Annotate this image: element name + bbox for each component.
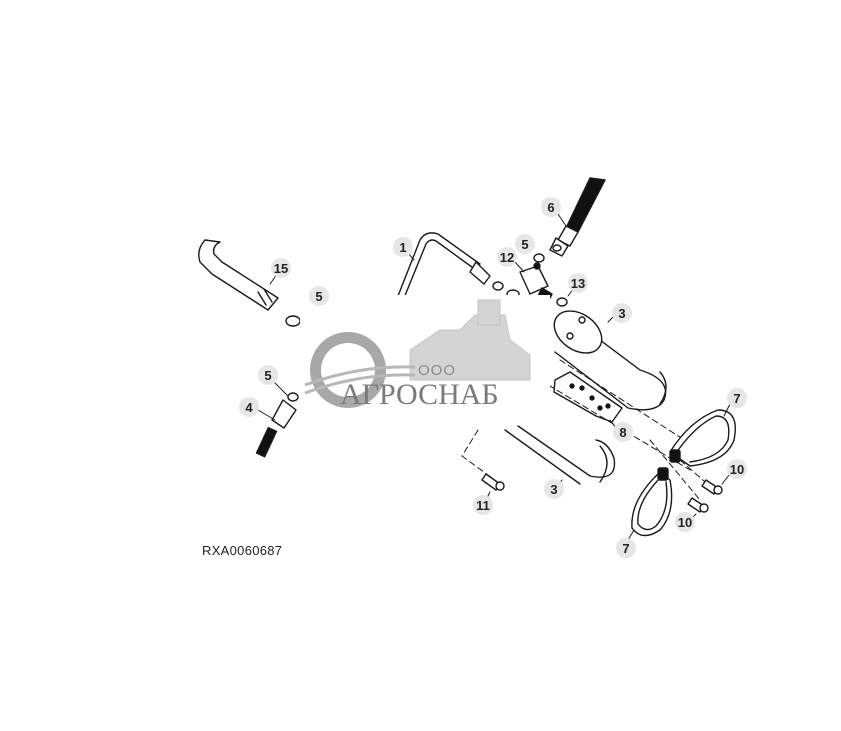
callout-c4: 4 xyxy=(239,397,259,417)
callout-c1: 1 xyxy=(393,237,413,257)
agrosnab-watermark-logo xyxy=(300,295,550,425)
figure-reference-code: RXA0060687 xyxy=(202,543,283,558)
hose-15-icon xyxy=(198,239,301,327)
callout-c5b: 5 xyxy=(515,234,535,254)
callout-c3a: 3 xyxy=(612,303,632,323)
callout-c8: 8 xyxy=(613,422,633,442)
watermark-company-name: АГРОСНАБ xyxy=(340,378,499,411)
filter-canister-3-lower-icon xyxy=(504,425,616,489)
watermark-prefix: ООО xyxy=(418,362,457,379)
callout-c5a: 5 xyxy=(258,365,278,385)
callout-c3b: 3 xyxy=(544,479,564,499)
clamp-band-7-upper-icon xyxy=(669,403,736,467)
callout-c10a: 10 xyxy=(727,459,747,479)
tube-1-icon xyxy=(397,232,520,299)
filter-canister-3-upper-icon xyxy=(553,310,667,411)
callout-c10b: 10 xyxy=(675,512,695,532)
callout-c5c: 5 xyxy=(309,286,329,306)
mounting-plate-8-icon xyxy=(553,371,623,429)
callout-c7a: 7 xyxy=(727,388,747,408)
callout-c13: 13 xyxy=(568,273,588,293)
clamp-band-7-lower-icon xyxy=(627,467,673,541)
bolt-10-lower-icon xyxy=(687,497,709,521)
gear-icon xyxy=(310,332,386,408)
callout-c7b: 7 xyxy=(616,538,636,558)
callout-c6: 6 xyxy=(541,197,561,217)
hose-6-icon xyxy=(533,177,606,263)
field-stripes-icon xyxy=(304,365,416,395)
bolt-10-upper-icon xyxy=(701,473,731,495)
fitting-4-icon xyxy=(255,382,299,458)
callout-c12: 12 xyxy=(497,247,517,267)
callout-c15: 15 xyxy=(271,258,291,278)
callout-c11: 11 xyxy=(473,495,493,515)
combine-harvester-icon xyxy=(409,299,531,381)
